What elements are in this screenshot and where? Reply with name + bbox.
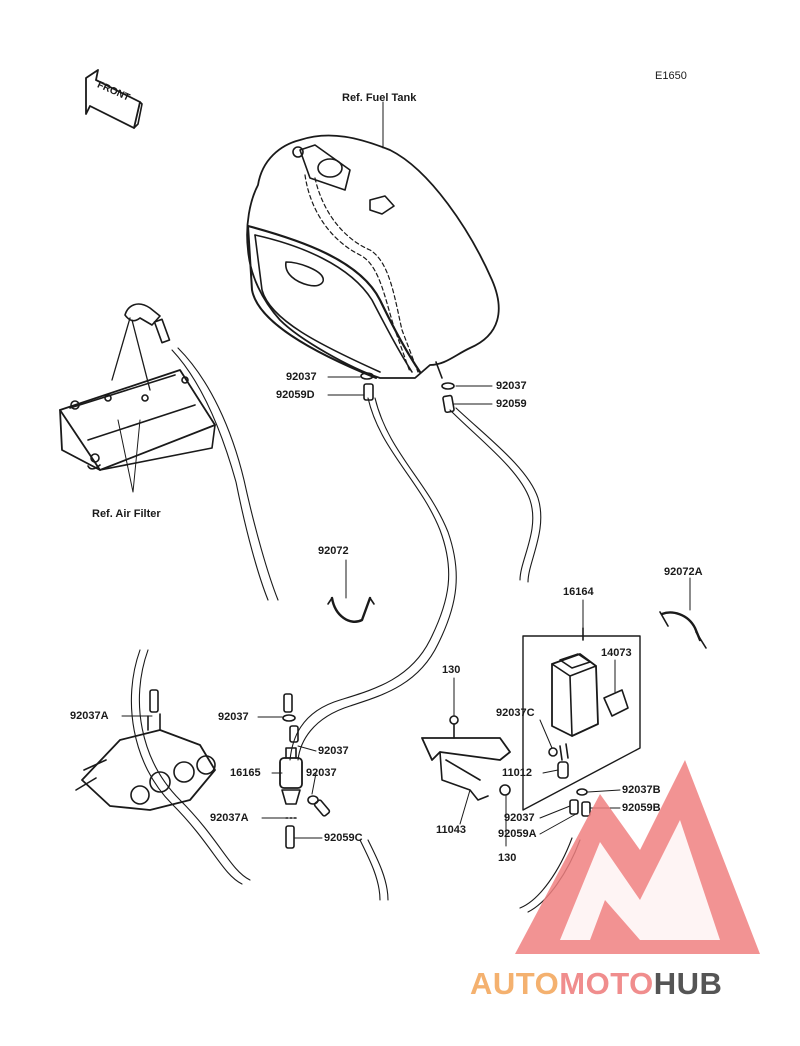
watermark-auto: AUTO bbox=[470, 966, 560, 1001]
part-92037-pump-top: 92037 bbox=[218, 711, 249, 723]
part-92059C: 92059C bbox=[324, 832, 363, 844]
part-11043: 11043 bbox=[436, 824, 466, 836]
part-92037-tank-right: 92037 bbox=[496, 380, 527, 392]
part-92037-tank-left: 92037 bbox=[286, 371, 317, 383]
watermark-moto: MOTO bbox=[559, 966, 654, 1001]
tank-fittings bbox=[360, 372, 455, 414]
part-16165: 16165 bbox=[230, 767, 261, 779]
part-130-top: 130 bbox=[442, 664, 461, 676]
part-92037C: 92037C bbox=[496, 707, 535, 719]
front-arrow-icon bbox=[85, 69, 143, 129]
fuel-tank-drawing bbox=[246, 134, 500, 379]
part-92059D: 92059D bbox=[276, 389, 315, 401]
watermark-hub: HUB bbox=[653, 966, 723, 1001]
part-92072A: 92072A bbox=[664, 566, 703, 578]
part-16164: 16164 bbox=[563, 586, 594, 598]
leader-lines bbox=[117, 101, 691, 847]
clamp-92072 bbox=[327, 596, 375, 623]
part-92059A: 92059A bbox=[498, 828, 537, 840]
part-92059B: 92059B bbox=[622, 802, 661, 814]
clamp-92072A bbox=[659, 611, 707, 649]
part-92037A-pump: 92037A bbox=[210, 812, 249, 824]
watermark-text: AUTOMOTOHUB bbox=[470, 966, 722, 1002]
figure-code: E1650 bbox=[655, 70, 687, 82]
air-filter-drawing bbox=[59, 303, 216, 471]
watermark-logo bbox=[515, 760, 760, 954]
part-11012: 11012 bbox=[502, 767, 532, 779]
part-14073: 14073 bbox=[601, 647, 632, 659]
hoses bbox=[130, 347, 581, 913]
ref-air-filter-label: Ref. Air Filter bbox=[92, 508, 161, 520]
carburetor-assembly bbox=[75, 689, 216, 811]
fuel-pump-16165 bbox=[279, 693, 331, 849]
part-130-bottom: 130 bbox=[498, 852, 517, 864]
bracket-11043 bbox=[421, 715, 511, 801]
part-92037-canister: 92037 bbox=[504, 812, 535, 824]
ref-fuel-tank-label: Ref. Fuel Tank bbox=[342, 92, 417, 104]
part-92072: 92072 bbox=[318, 545, 349, 557]
part-92037-pump-low: 92037 bbox=[306, 767, 337, 779]
part-92037B: 92037B bbox=[622, 784, 661, 796]
part-92059: 92059 bbox=[496, 398, 527, 410]
canister-box bbox=[522, 627, 641, 817]
part-92037A-left: 92037A bbox=[70, 710, 109, 722]
part-92037-pump-mid: 92037 bbox=[318, 745, 349, 757]
